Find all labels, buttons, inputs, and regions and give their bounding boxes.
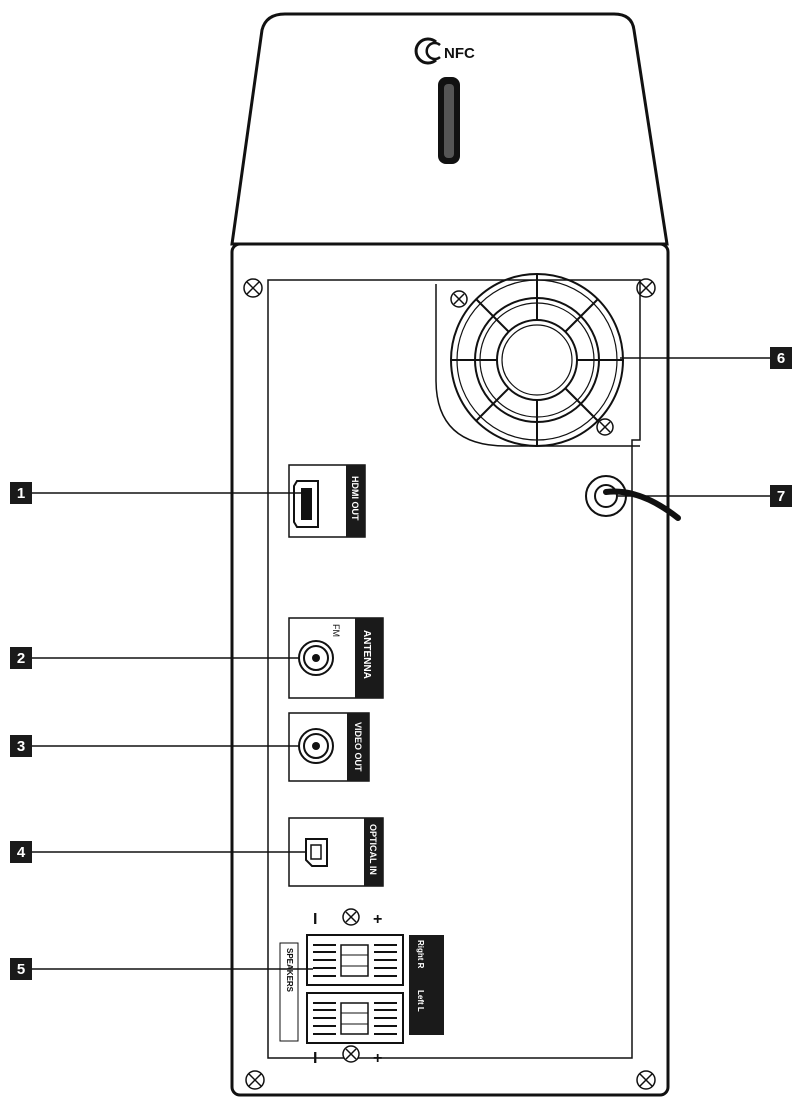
screw-icon bbox=[243, 278, 263, 298]
optical-in-label: OPTICAL IN bbox=[368, 824, 378, 875]
antenna-label: ANTENNA bbox=[361, 630, 372, 679]
screw-icon bbox=[245, 1070, 265, 1090]
callout-6: 6 bbox=[620, 347, 792, 369]
screw-icon bbox=[636, 278, 656, 298]
callout-5-number: 5 bbox=[17, 961, 25, 978]
minus-sign-bottom: I bbox=[313, 1050, 317, 1067]
speaker-left-label: Left L bbox=[416, 990, 425, 1012]
nfc-logo-text: NFC bbox=[444, 45, 475, 62]
speaker-right-label: Right R bbox=[416, 940, 425, 969]
callout-7: 7 bbox=[618, 485, 792, 507]
screw-icon bbox=[342, 908, 360, 926]
antenna-port: ANTENNA FM bbox=[288, 617, 384, 699]
cooling-fan-icon bbox=[450, 273, 624, 447]
callout-7-number: 7 bbox=[777, 488, 785, 505]
hdmi-label: HDMI OUT bbox=[350, 476, 360, 521]
callout-5: 5 bbox=[10, 958, 313, 980]
video-out-port: VIDEO OUT bbox=[288, 712, 370, 782]
screw-icon bbox=[596, 418, 614, 436]
callout-4: 4 bbox=[10, 841, 306, 863]
speakers-label: SPEAKERS bbox=[285, 948, 294, 993]
screw-icon bbox=[636, 1070, 656, 1090]
callout-6-number: 6 bbox=[777, 350, 785, 367]
callout-2: 2 bbox=[10, 647, 299, 669]
optical-in-port: OPTICAL IN bbox=[288, 817, 384, 887]
speaker-terminals: I + I + SPEAKERS Right R Left L bbox=[279, 908, 444, 1067]
fm-label: FM bbox=[331, 624, 341, 637]
rear-panel bbox=[267, 279, 641, 1059]
callout-1-number: 1 bbox=[17, 485, 25, 502]
plus-sign-top: + bbox=[373, 911, 382, 928]
callout-3-number: 3 bbox=[17, 738, 25, 755]
screw-icon bbox=[450, 290, 468, 308]
screw-icon bbox=[342, 1045, 360, 1063]
callout-3: 3 bbox=[10, 735, 299, 757]
callout-1: 1 bbox=[10, 482, 305, 504]
video-out-label: VIDEO OUT bbox=[353, 722, 363, 772]
fan-housing bbox=[435, 284, 640, 447]
nfc-logo-icon: NFC bbox=[414, 37, 475, 65]
callout-2-number: 2 bbox=[17, 650, 25, 667]
callout-4-number: 4 bbox=[17, 844, 26, 861]
plus-sign-bottom: + bbox=[373, 1050, 382, 1067]
minus-sign-top: I bbox=[313, 911, 317, 928]
hdmi-out-port: HDMI OUT bbox=[288, 464, 366, 538]
